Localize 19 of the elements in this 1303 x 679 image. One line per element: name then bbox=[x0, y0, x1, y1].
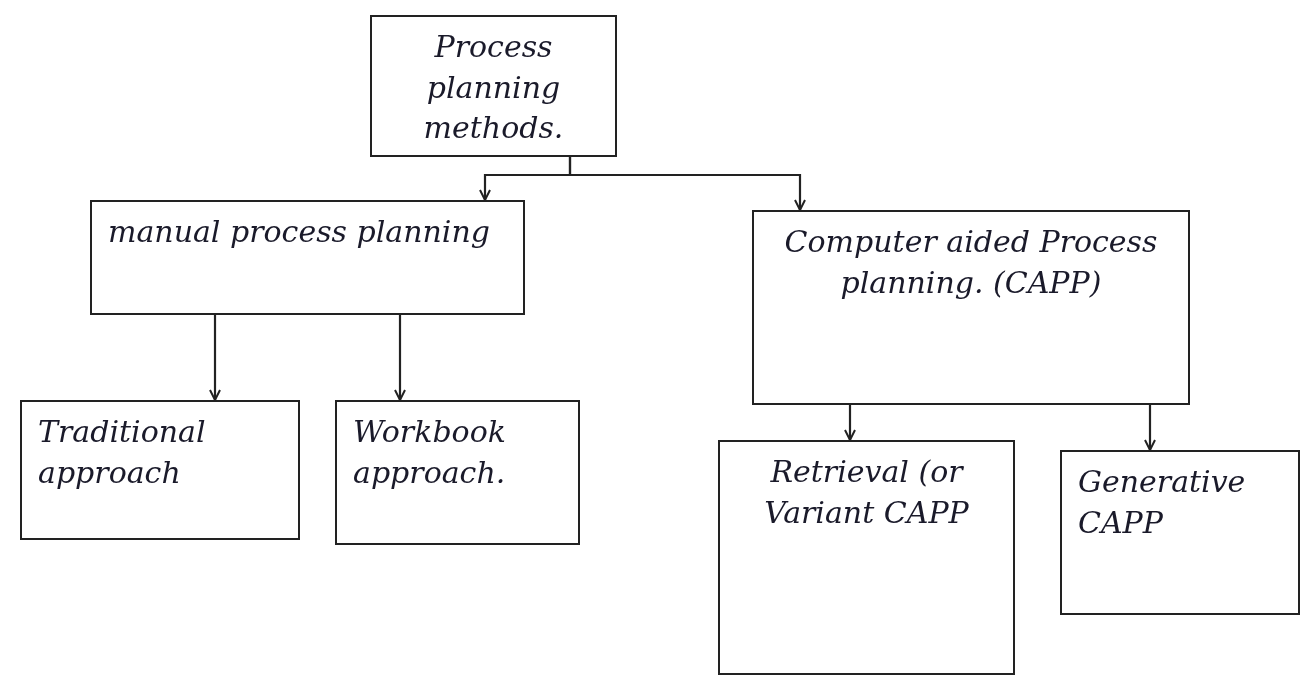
arrow bbox=[209, 315, 221, 401]
arrow bbox=[568, 157, 806, 211]
node-label: manual process planning bbox=[108, 213, 491, 251]
process-box bbox=[718, 440, 1015, 675]
process-box bbox=[335, 400, 580, 545]
node-label: Computer aided Process planning. (CAPP) bbox=[783, 223, 1159, 302]
process-box bbox=[1060, 450, 1300, 615]
process-box bbox=[752, 210, 1190, 405]
node-label: Process planning methods. bbox=[422, 28, 565, 147]
process-box bbox=[370, 15, 617, 157]
node-label: Generative CAPP bbox=[1078, 463, 1247, 542]
process-box bbox=[90, 200, 525, 315]
arrow bbox=[394, 315, 406, 401]
arrow bbox=[1144, 405, 1156, 451]
node-label: Retrieval (or Variant CAPP bbox=[763, 453, 970, 532]
node-label: Workbook approach. bbox=[353, 413, 507, 492]
arrow bbox=[844, 405, 856, 441]
process-box bbox=[20, 400, 300, 540]
node-label: Traditional approach bbox=[38, 413, 207, 492]
